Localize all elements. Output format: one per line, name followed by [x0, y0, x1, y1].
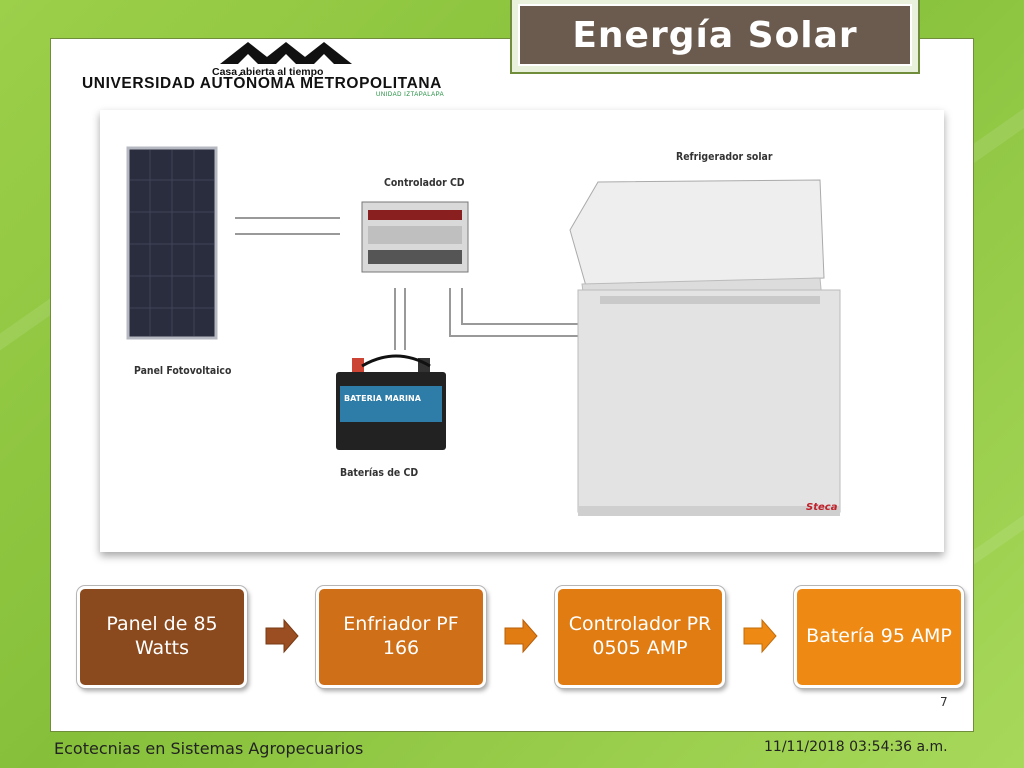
- label-controller: Controlador CD: [384, 176, 465, 189]
- flow-step-battery: Batería 95 AMP: [794, 586, 964, 688]
- charge-controller-icon: [361, 201, 469, 273]
- flow-step-controller: Controlador PR 0505 AMP: [555, 586, 725, 688]
- arrow-right-icon: [265, 618, 299, 654]
- slide-title: Energía Solar: [518, 4, 912, 66]
- university-logo: Casa abierta al tiempo UNIVERSIDAD AUTÓN…: [80, 40, 480, 102]
- label-panel: Panel Fotovoltaico: [134, 364, 232, 377]
- uam-emblem-icon: [220, 42, 352, 64]
- flow-step-panel: Panel de 85 Watts: [77, 586, 247, 688]
- logo-university-name: UNIVERSIDAD AUTÓNOMA METROPOLITANA: [82, 75, 442, 92]
- footer-timestamp: 11/11/2018 03:54:36 a.m.: [764, 739, 948, 755]
- flow-step-label: Controlador PR 0505 AMP: [568, 613, 712, 659]
- label-fridge: Refrigerador solar: [676, 150, 773, 163]
- flow-step-cooler: Enfriador PF 166: [316, 586, 486, 688]
- flow-step-label: Panel de 85 Watts: [106, 613, 218, 659]
- logo-unit: UNIDAD IZTAPALAPA: [376, 92, 445, 98]
- arrow-right-icon: [504, 618, 538, 654]
- solar-system-diagram: Panel Fotovoltaico Controlador CD Refrig…: [100, 110, 944, 552]
- title-box: Energía Solar: [510, 0, 920, 74]
- wires: [235, 217, 580, 350]
- solar-panel-icon: [126, 146, 218, 340]
- battery-icon: [336, 354, 446, 450]
- flow-step-label: Batería 95 AMP: [806, 625, 952, 648]
- logo-tagline: Casa abierta al tiempo: [212, 66, 324, 78]
- footer-course-title: Ecotecnias en Sistemas Agropecuarios: [54, 739, 364, 758]
- flow-step-label: Enfriador PF 166: [343, 613, 459, 659]
- label-battery: Baterías de CD: [340, 466, 419, 479]
- diagram-illustration: [126, 146, 841, 516]
- battery-brand: BATERIA MARINA: [344, 394, 421, 403]
- solar-fridge-icon: [569, 179, 841, 516]
- page-number: 7: [940, 695, 948, 709]
- fridge-brand: Steca: [806, 502, 838, 513]
- arrow-right-icon: [743, 618, 777, 654]
